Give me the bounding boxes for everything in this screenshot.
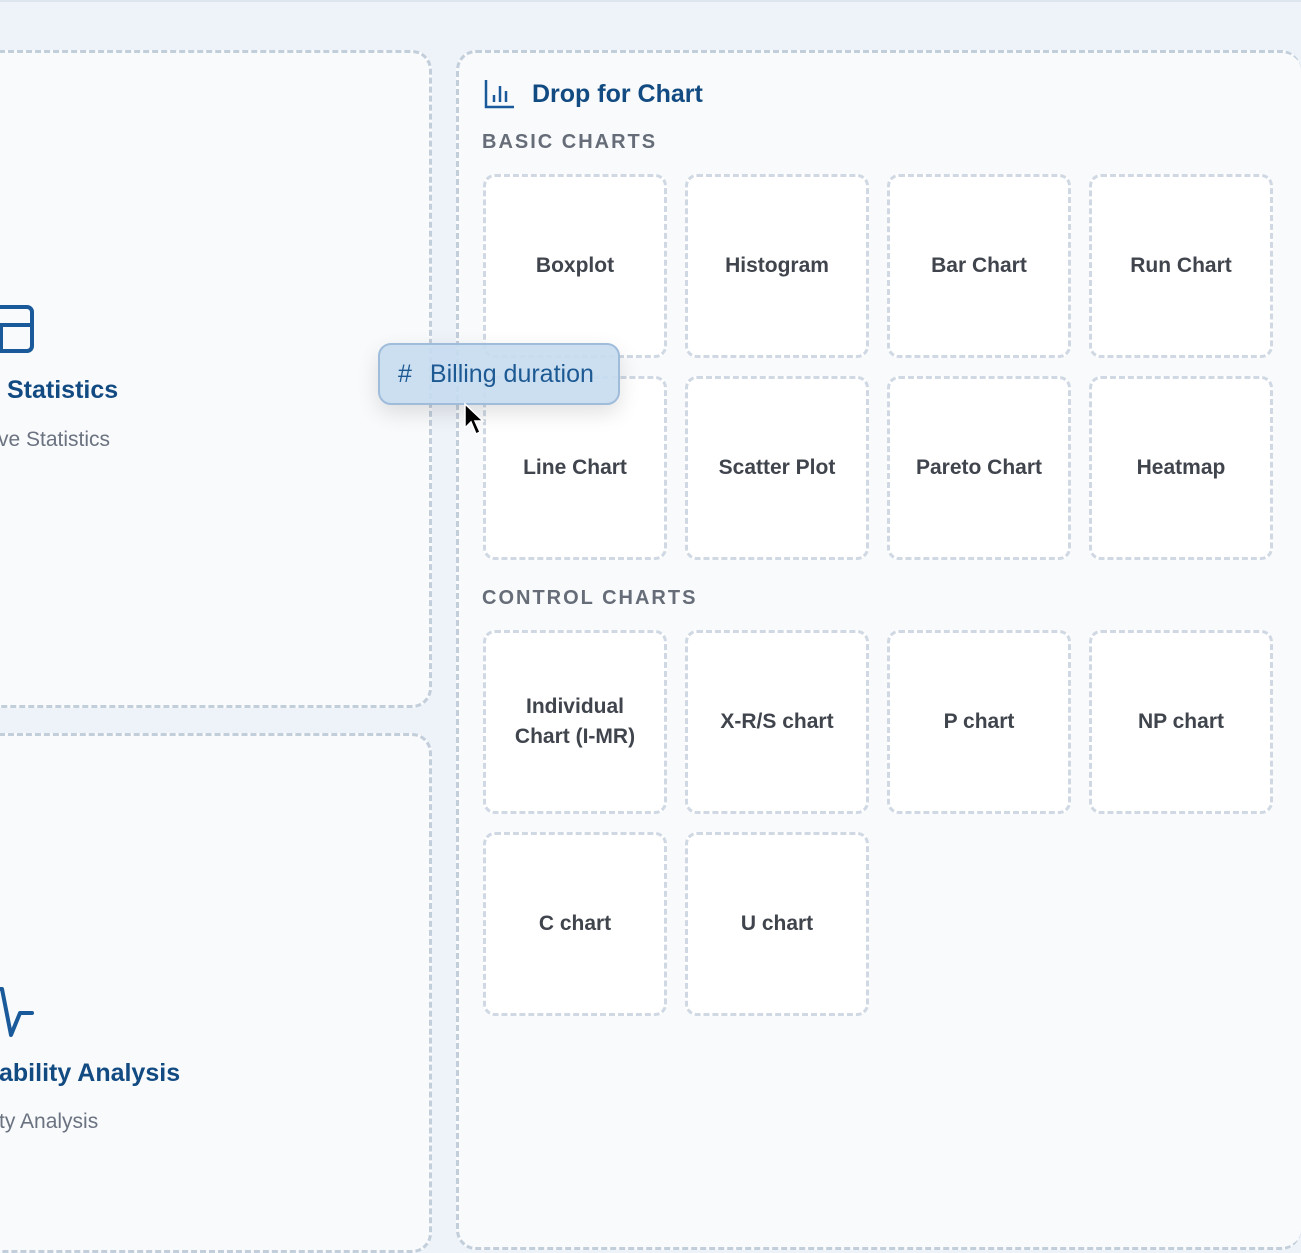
chart-type-label: NP chart: [1138, 710, 1224, 733]
chart-type-card[interactable]: C chart: [483, 832, 667, 1016]
capability-drop-zone[interactable]: [0, 733, 432, 1253]
table-icon: [0, 305, 34, 353]
chart-type-label: Scatter Plot: [718, 456, 836, 479]
chart-type-label: Run Chart: [1130, 254, 1232, 277]
chart-type-label: Histogram: [725, 254, 829, 277]
numeric-field-icon: #: [398, 359, 412, 388]
statistics-title: Statistics: [7, 376, 119, 404]
chart-type-card[interactable]: Histogram: [685, 174, 869, 358]
dragged-field-label: Billing duration: [429, 359, 594, 388]
chart-type-card[interactable]: Pareto Chart: [887, 376, 1071, 560]
chart-type-label: Line Chart: [523, 456, 627, 479]
chart-type-label: C chart: [538, 912, 612, 935]
statistics-subtitle: ve Statistics: [0, 428, 111, 451]
mouse-cursor-icon: [464, 402, 485, 436]
capability-subtitle: ty Analysis: [0, 1110, 99, 1133]
chart-type-label: Heatmap: [1136, 456, 1226, 479]
dragged-field-chip[interactable]: # Billing duration: [378, 343, 620, 405]
chart-type-card[interactable]: Bar Chart: [887, 174, 1071, 358]
chart-type-label: Bar Chart: [931, 254, 1027, 277]
chart-type-card[interactable]: Heatmap: [1089, 376, 1273, 560]
chart-type-label: Individual Chart (I-MR): [514, 695, 636, 748]
chart-type-card[interactable]: NP chart: [1089, 630, 1273, 814]
top-divider: [0, 0, 1301, 2]
chart-type-card[interactable]: Scatter Plot: [685, 376, 869, 560]
chart-type-label: X-R/S chart: [720, 710, 834, 733]
bar-chart-icon: [484, 80, 514, 109]
pulse-icon: [0, 987, 34, 1037]
chart-type-card[interactable]: U chart: [685, 832, 869, 1016]
chart-type-card[interactable]: Boxplot: [483, 174, 667, 358]
chart-type-card[interactable]: P chart: [887, 630, 1071, 814]
chart-panel-header: Drop for Chart: [484, 78, 703, 110]
basic-charts-header: BASIC CHARTS: [482, 131, 658, 153]
statistics-drop-zone[interactable]: [0, 50, 432, 708]
chart-type-card[interactable]: Line Chart: [483, 376, 667, 560]
capability-title: ability Analysis: [0, 1059, 181, 1087]
chart-type-card[interactable]: Individual Chart (I-MR): [483, 630, 667, 814]
chart-type-card[interactable]: Run Chart: [1089, 174, 1273, 358]
chart-type-label: U chart: [740, 912, 814, 935]
chart-type-label: P chart: [943, 710, 1015, 733]
chart-panel-title: Drop for Chart: [532, 79, 703, 108]
control-charts-header: CONTROL CHARTS: [482, 587, 698, 609]
chart-type-card[interactable]: X-R/S chart: [685, 630, 869, 814]
chart-type-label: Pareto Chart: [915, 456, 1043, 479]
chart-type-label: Boxplot: [535, 254, 615, 277]
